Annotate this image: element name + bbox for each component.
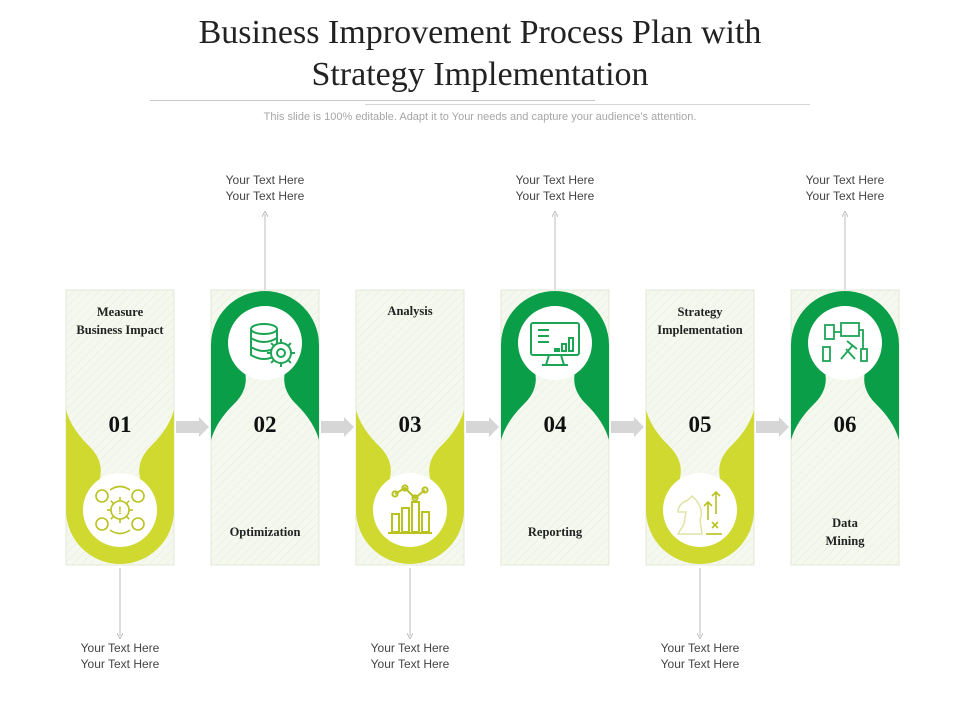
flow-arrow [611, 417, 644, 437]
step-label-line: Data [832, 516, 858, 530]
step-note-line: Your Text Here [660, 641, 740, 655]
step-label-line: Implementation [657, 323, 743, 337]
step-label-line: Reporting [527, 525, 583, 539]
step-number: 03 [398, 412, 422, 437]
title-line-2: Strategy Implementation [311, 56, 649, 93]
step-01: ! [65, 289, 175, 566]
data-mining-icon [822, 322, 868, 362]
subtitle: This slide is 100% editable. Adapt it to… [263, 111, 697, 123]
step-label-line: Analysis [387, 304, 433, 318]
step-number: 02 [253, 412, 277, 437]
database-gear-icon [250, 323, 295, 367]
step-note-line: Your Text Here [515, 173, 595, 187]
step-05 [645, 289, 755, 566]
icon-circle [518, 306, 592, 380]
step-note-line: Your Text Here [515, 189, 595, 203]
step-note-line: Your Text Here [80, 641, 160, 655]
step-number: 04 [543, 412, 567, 437]
flow-arrow [756, 417, 789, 437]
step-connectors [120, 214, 845, 636]
step-label-line: Measure [96, 305, 144, 319]
step-label: Reporting [495, 523, 615, 541]
step-label: Optimization [205, 523, 325, 541]
step-note-line: Your Text Here [805, 189, 885, 203]
flow-arrow [176, 417, 209, 437]
flow-arrow [466, 417, 499, 437]
title-line-1: Business Improvement Process Plan with [198, 14, 762, 51]
icon-circle [83, 473, 157, 547]
monitor-report-icon [530, 322, 580, 366]
business-impact-gears-icon: ! [95, 485, 145, 535]
step-note-line: Your Text Here [805, 173, 885, 187]
svg-text:!: ! [118, 505, 122, 517]
step-note-line: Your Text Here [660, 657, 740, 671]
step-03 [355, 289, 465, 566]
flow-arrow [321, 417, 354, 437]
step-06 [790, 289, 900, 566]
icon-circle [808, 306, 882, 380]
step-02 [210, 289, 320, 566]
title-divider-left [150, 100, 595, 101]
title-divider-right [365, 104, 810, 105]
step-note-line: Your Text Here [80, 657, 160, 671]
bar-line-chart-icon [388, 484, 432, 534]
step-note-line: Your Text Here [370, 657, 450, 671]
step-number: 05 [688, 412, 712, 437]
step-note-line: Your Text Here [225, 189, 305, 203]
icon-circle [228, 306, 302, 380]
step-note-line: Your Text Here [225, 173, 305, 187]
chess-knight-strategy-icon [676, 490, 722, 535]
step-label: Analysis [350, 302, 470, 320]
step-label-line: Optimization [229, 525, 301, 539]
step-label-line: Strategy [677, 305, 723, 319]
step-number: 06 [833, 412, 857, 437]
step-number: 01 [108, 412, 132, 437]
step-note-line: Your Text Here [370, 641, 450, 655]
step-label-line: Mining [825, 534, 865, 548]
step-label-line: Business Impact [76, 323, 164, 337]
step-04 [500, 289, 610, 566]
page-title: Business Improvement Process Plan with S… [0, 12, 960, 96]
step-group: ! [65, 289, 900, 566]
